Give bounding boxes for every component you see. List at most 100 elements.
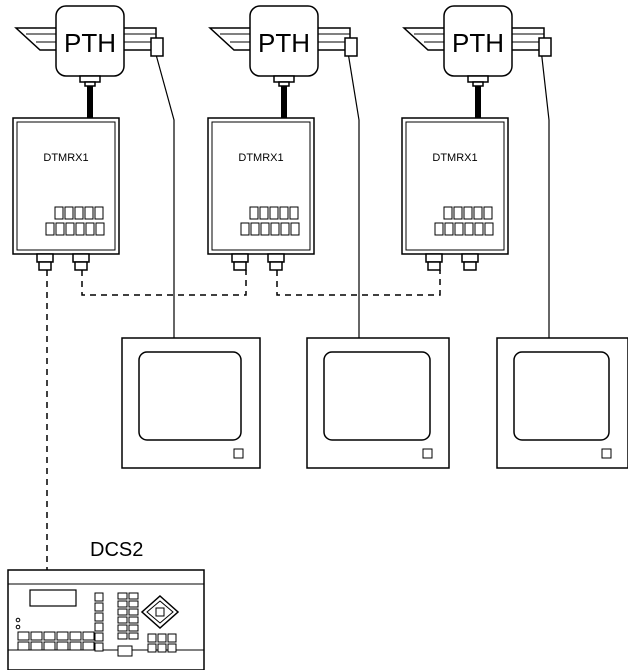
dip-switch bbox=[65, 222, 75, 236]
power-button[interactable] bbox=[233, 448, 244, 459]
dip-switch bbox=[289, 206, 299, 220]
video-cable bbox=[345, 39, 360, 338]
status-led bbox=[15, 624, 21, 630]
dip-switch bbox=[75, 222, 85, 236]
power-button[interactable] bbox=[422, 448, 433, 459]
receiver-label: DTMRX1 bbox=[43, 152, 88, 164]
dip-switch bbox=[270, 222, 280, 236]
mount-pole bbox=[475, 86, 481, 118]
connector bbox=[231, 253, 249, 271]
power-button[interactable] bbox=[601, 448, 612, 459]
controller-button[interactable] bbox=[69, 641, 82, 651]
dip-switch bbox=[55, 222, 65, 236]
dip-switch bbox=[443, 206, 453, 220]
controller-button[interactable] bbox=[43, 641, 56, 651]
camera-label: PTH bbox=[452, 28, 504, 58]
controller-button[interactable] bbox=[56, 631, 69, 641]
video-cable bbox=[151, 39, 175, 338]
controller-button[interactable] bbox=[147, 633, 157, 643]
data-link-1-2 bbox=[81, 270, 247, 296]
controller-button[interactable] bbox=[94, 592, 104, 602]
controller-button[interactable] bbox=[128, 592, 139, 600]
dip-switch bbox=[474, 222, 484, 236]
controller-button[interactable] bbox=[128, 608, 139, 616]
dip-switch bbox=[94, 206, 104, 220]
status-led bbox=[15, 617, 21, 623]
data-link-2-3 bbox=[276, 270, 441, 296]
controller-button[interactable] bbox=[43, 631, 56, 641]
controller-button[interactable] bbox=[117, 632, 128, 640]
controller-button[interactable] bbox=[167, 633, 177, 643]
mount-pole bbox=[281, 86, 287, 118]
controller-button[interactable] bbox=[117, 608, 128, 616]
controller-button[interactable] bbox=[147, 643, 157, 653]
controller-button[interactable] bbox=[30, 641, 43, 651]
dip-switch bbox=[454, 222, 464, 236]
controller-button[interactable] bbox=[30, 631, 43, 641]
controller-button[interactable] bbox=[17, 641, 30, 651]
controller-button[interactable] bbox=[128, 624, 139, 632]
dip-switch bbox=[290, 222, 300, 236]
unit-2: PTH DTMRX1 bbox=[207, 5, 450, 469]
connector bbox=[425, 253, 443, 271]
video-monitor bbox=[121, 337, 261, 469]
connector bbox=[72, 253, 90, 271]
controller-button[interactable] bbox=[82, 631, 95, 641]
camera-label: PTH bbox=[258, 28, 310, 58]
dip-switch bbox=[473, 206, 483, 220]
dip-switch bbox=[483, 206, 493, 220]
controller-button[interactable] bbox=[117, 600, 128, 608]
connector bbox=[461, 253, 479, 271]
dip-switch bbox=[259, 206, 269, 220]
dcs2-controller: DCS2 bbox=[7, 539, 205, 670]
controller-button[interactable] bbox=[117, 624, 128, 632]
controller-button[interactable] bbox=[94, 602, 104, 612]
controller-button[interactable] bbox=[82, 641, 95, 651]
controller-button[interactable] bbox=[117, 645, 133, 657]
joystick-pad[interactable] bbox=[140, 594, 180, 630]
dtmrx1-receiver: DTMRX1 bbox=[12, 117, 120, 271]
dip-switch bbox=[453, 206, 463, 220]
pth-camera: PTH bbox=[208, 5, 358, 87]
dip-switch bbox=[260, 222, 270, 236]
receiver-label: DTMRX1 bbox=[238, 152, 283, 164]
dip-switch bbox=[240, 222, 250, 236]
controller-button[interactable] bbox=[128, 616, 139, 624]
dip-switch bbox=[95, 222, 105, 236]
dtmrx1-receiver: DTMRX1 bbox=[401, 117, 509, 271]
connector bbox=[267, 253, 285, 271]
controller-label: DCS2 bbox=[90, 539, 143, 561]
dip-switch bbox=[464, 222, 474, 236]
pth-camera: PTH bbox=[14, 5, 164, 87]
controller-button[interactable] bbox=[157, 633, 167, 643]
mount-pole bbox=[87, 86, 93, 118]
receiver-label: DTMRX1 bbox=[432, 152, 477, 164]
dip-switch bbox=[250, 222, 260, 236]
dip-switch bbox=[484, 222, 494, 236]
dip-switch bbox=[85, 222, 95, 236]
controller-button[interactable] bbox=[94, 632, 104, 642]
dip-switch bbox=[444, 222, 454, 236]
controller-button[interactable] bbox=[128, 632, 139, 640]
controller-button[interactable] bbox=[17, 631, 30, 641]
controller-button[interactable] bbox=[167, 643, 177, 653]
controller-button[interactable] bbox=[94, 612, 104, 622]
dip-switch bbox=[280, 222, 290, 236]
controller-button[interactable] bbox=[117, 592, 128, 600]
dip-switch bbox=[269, 206, 279, 220]
controller-button[interactable] bbox=[117, 616, 128, 624]
controller-button[interactable] bbox=[94, 622, 104, 632]
pth-camera: PTH bbox=[402, 5, 552, 87]
controller-display bbox=[29, 589, 77, 607]
controller-button[interactable] bbox=[128, 600, 139, 608]
monitor-screen bbox=[138, 351, 242, 441]
controller-button[interactable] bbox=[69, 631, 82, 641]
controller-button[interactable] bbox=[94, 642, 104, 652]
controller-button[interactable] bbox=[56, 641, 69, 651]
dip-switch bbox=[279, 206, 289, 220]
dtmrx1-receiver: DTMRX1 bbox=[207, 117, 315, 271]
controller-button[interactable] bbox=[157, 643, 167, 653]
monitor-screen bbox=[513, 351, 610, 441]
unit-3: PTH DTMRX1 bbox=[401, 5, 628, 469]
